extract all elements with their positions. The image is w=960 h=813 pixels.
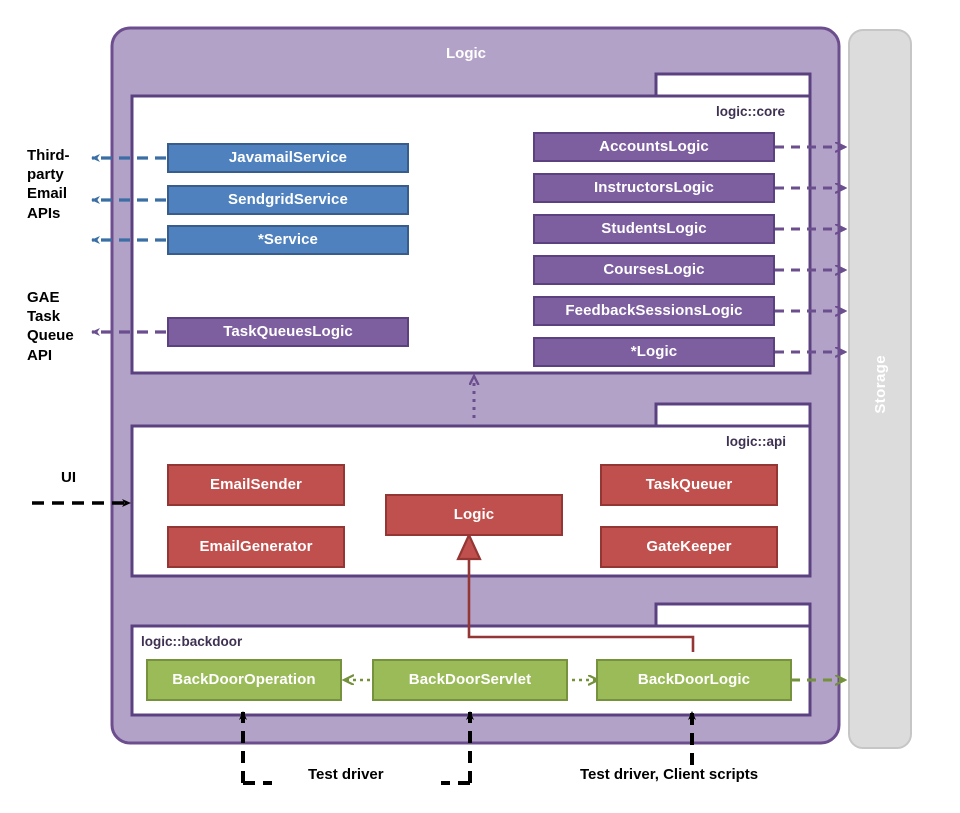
node-taskqueuer[interactable]: TaskQueuer (600, 464, 778, 506)
node-backdoorservlet[interactable]: BackDoorServlet (372, 659, 568, 701)
connector-backdoorlogic-to-logic (467, 557, 695, 652)
package-core-tab (654, 72, 812, 100)
storage-container (848, 29, 912, 749)
gae-line-2: Task (27, 308, 61, 326)
external-label-ui: UI (61, 469, 76, 486)
node-instructorslogic[interactable]: InstructorsLogic (533, 173, 775, 203)
third-party-line-2: party (27, 166, 64, 184)
storage-label: Storage (872, 355, 889, 414)
generalization-arrowhead-logic (456, 532, 482, 561)
node-accountslogic[interactable]: AccountsLogic (533, 132, 775, 162)
package-backdoor-tab (654, 602, 812, 630)
gae-line-1: GAE (27, 289, 60, 306)
package-api-tab (654, 402, 812, 430)
node-emailsender[interactable]: EmailSender (167, 464, 345, 506)
label-test-driver-client-scripts: Test driver, Client scripts (580, 766, 759, 783)
gae-line-4: API (27, 346, 53, 364)
outer-package-title: Logic (446, 45, 486, 62)
node-sendgridservice[interactable]: SendgridService (167, 185, 409, 215)
node-gatekeeper[interactable]: GateKeeper (600, 526, 778, 568)
node-emailgenerator[interactable]: EmailGenerator (167, 526, 345, 568)
external-label-third-party-email-apis: Third- party Email APIs (27, 146, 97, 223)
third-party-line-4: APIs (27, 204, 61, 222)
node-taskqueueslogic[interactable]: TaskQueuesLogic (167, 317, 409, 347)
external-label-gae-task-queue-api: GAE Task Queue API (27, 288, 97, 365)
node-star-logic[interactable]: *Logic (533, 337, 775, 367)
third-party-line-3: Email (27, 185, 68, 203)
third-party-line-1: Third- (27, 147, 70, 164)
label-test-driver: Test driver (308, 766, 384, 783)
node-backdooroperation[interactable]: BackDoorOperation (146, 659, 342, 701)
package-label-api: logic::api (726, 434, 786, 449)
package-label-core: logic::core (716, 104, 786, 119)
node-star-service[interactable]: *Service (167, 225, 409, 255)
package-label-backdoor: logic::backdoor (141, 634, 243, 649)
gae-line-3: Queue (27, 327, 74, 345)
node-backdoorlogic[interactable]: BackDoorLogic (596, 659, 792, 701)
node-feedbacksessionslogic[interactable]: FeedbackSessionsLogic (533, 296, 775, 326)
node-studentslogic[interactable]: StudentsLogic (533, 214, 775, 244)
node-logic[interactable]: Logic (385, 494, 563, 536)
node-courseslogic[interactable]: CoursesLogic (533, 255, 775, 285)
node-javamailservice[interactable]: JavamailService (167, 143, 409, 173)
